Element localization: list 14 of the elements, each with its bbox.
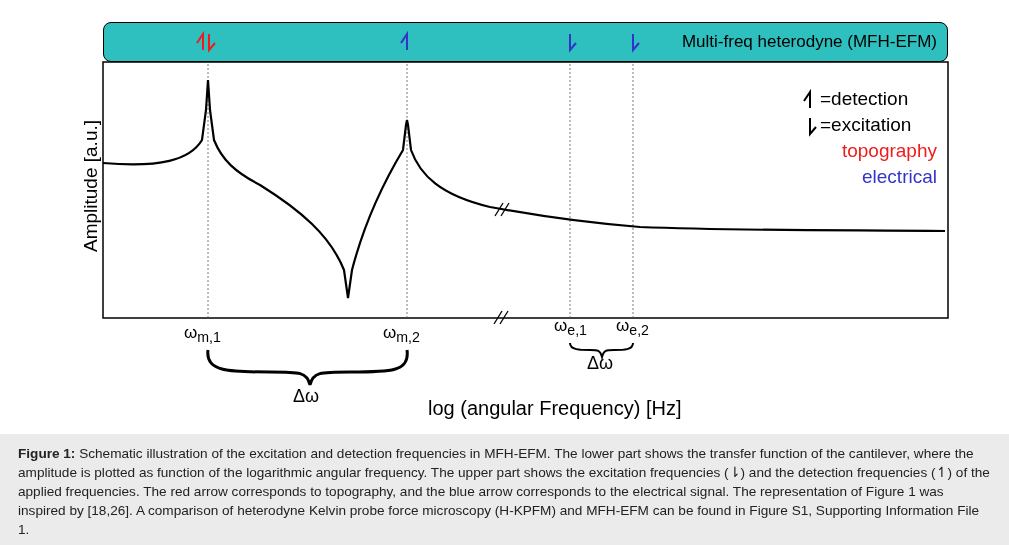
- frequency-label: ω$_{m,1}$: [184, 323, 221, 346]
- frequency-label: ω$_{e,1}$: [554, 316, 587, 339]
- figure-caption: Figure 1: Schematic illustration of the excitation and detection frequencies in MFH-EFM. The lower part shows the transfer function of the cantilever, where the amplitude is plotted as function of the logarithmic angular frequency. The upper part shows the excitation frequencies (⇂) and the detection frequencies (↿) of the applied frequencies. The red arrow corresponds to topography, and the blue arrow corresponds to the electrical signal. The representation of Figure 1 was inspired by [18,26]. A comparison of heterodyne Kelvin probe force microscopy (H-KPFM) and MFH-EFM can be found in Figure S1, Supporting Information File 1.: [18, 445, 991, 539]
- legend-label: electrical: [862, 166, 937, 188]
- delta-label: Δω: [587, 353, 614, 374]
- frequency-label: ω$_{e,2}$: [616, 316, 649, 339]
- axis-title: Amplitude [a.u.]: [80, 119, 102, 252]
- legend-label: topography: [841, 140, 937, 162]
- legend-label: =excitation: [820, 114, 912, 136]
- header-band: Multi-freq heterodyne (MFH-EFM): [103, 22, 948, 62]
- legend-label: =detection: [820, 88, 909, 110]
- frequency-label: ω$_{m,2}$: [383, 323, 420, 346]
- delta-label: Δω: [293, 386, 320, 407]
- axis-title: log (angular Frequency) [Hz]: [428, 397, 682, 420]
